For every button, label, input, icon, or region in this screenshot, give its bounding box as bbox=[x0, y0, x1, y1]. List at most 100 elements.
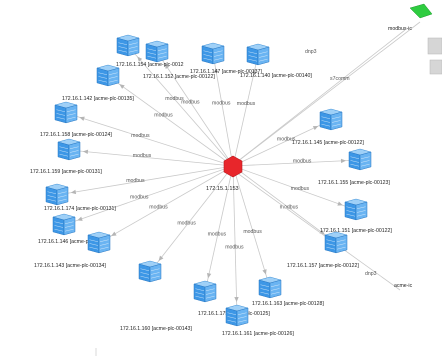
edge-arrow-n4 bbox=[251, 68, 256, 75]
node-label: 172.16.1.159 [acme-plc-00131] bbox=[30, 169, 102, 175]
edge-n1 bbox=[127, 45, 234, 167]
hub-icon[interactable] bbox=[223, 155, 243, 178]
server-cube-icon bbox=[96, 64, 120, 87]
node-label: 172.16.1.155 [acme-plc-00123] bbox=[318, 180, 390, 186]
edge-n16 bbox=[149, 165, 234, 273]
device-node-n11[interactable]: 172.16.1.146 [acme-plc-00139] bbox=[38, 213, 110, 245]
device-node-n1[interactable]: 172.16.1.154 [acme-plc-0012 bbox=[116, 34, 184, 68]
device-node-n12[interactable]: 172.16.1.151 [acme-plc-00122] bbox=[320, 198, 392, 234]
server-cube-icon bbox=[225, 304, 249, 327]
server-cube-icon bbox=[145, 40, 169, 63]
server-cube-icon bbox=[87, 231, 111, 254]
server-cube-icon bbox=[116, 34, 140, 57]
device-node-n3[interactable]: 172.16.1.147 [acme-plc-00137] bbox=[190, 42, 262, 75]
edge-arrow-n8 bbox=[79, 116, 85, 121]
server-cube-icon bbox=[54, 101, 78, 124]
device-node-n7[interactable]: 172.16.1.142 [acme-plc-00135] bbox=[62, 64, 134, 102]
node-label: 172.16.1.157 [acme-plc-00122] bbox=[287, 263, 359, 269]
node-label: 172.16.1.174 [acme-plc-00131] bbox=[44, 206, 116, 212]
device-node-n9[interactable]: 172.16.1.159 [acme-plc-00131] bbox=[30, 138, 102, 175]
node-label: 172.16.1.158 [acme-plc-00124] bbox=[40, 132, 112, 138]
edge-arrow-n16 bbox=[158, 255, 164, 261]
device-node-n17[interactable]: 172.16.1.143 [acme-plc-00134] bbox=[34, 231, 111, 269]
server-cube-icon bbox=[52, 213, 76, 236]
edge-label-n10: modbus bbox=[126, 178, 145, 184]
server-cube-icon bbox=[344, 198, 368, 221]
device-node-n5[interactable]: 172.16.1.145 [acme-plc-00122] bbox=[292, 108, 364, 146]
edge-arrow-n6 bbox=[340, 158, 347, 164]
server-cube-icon bbox=[57, 138, 81, 161]
edge-arrow-n9 bbox=[82, 149, 89, 155]
server-cube-icon bbox=[246, 43, 270, 66]
server-cube-icon bbox=[319, 108, 343, 131]
edge-label-n2: modbus bbox=[181, 99, 200, 105]
edge-arrow-n11 bbox=[77, 216, 83, 221]
edge-n14 bbox=[232, 165, 271, 289]
edge-n15 bbox=[204, 165, 234, 293]
external-edge-3 bbox=[232, 169, 401, 291]
node-label: 172.16.1.152 [acme-plc-00122] bbox=[143, 74, 215, 80]
edge-label-n15: modbus bbox=[208, 231, 227, 237]
nodes-layer: 172.16.1.154 [acme-plc-0012 172.16.1.152 … bbox=[30, 34, 392, 337]
edge-label-n3: modbus bbox=[212, 100, 231, 106]
server-cube-icon bbox=[45, 183, 69, 206]
edge-n12 bbox=[232, 165, 357, 211]
edge-label-n16: modbus bbox=[177, 220, 196, 226]
external-connections: dnp3 s7comm dnp3 modbus-ic acme-ic bbox=[232, 3, 442, 291]
device-node-n6[interactable]: 172.16.1.155 [acme-plc-00123] bbox=[318, 148, 390, 186]
external-edge-label-2: s7comm bbox=[330, 76, 350, 82]
server-cube-icon bbox=[258, 276, 282, 299]
edge-n11 bbox=[63, 165, 234, 226]
node-label: 172.16.1.147 [acme-plc-00137] bbox=[190, 69, 262, 75]
edge-arrow-n12 bbox=[337, 201, 343, 206]
external-edge-label-1: dnp3 bbox=[305, 49, 317, 55]
edge-label-n17: modbus bbox=[149, 204, 168, 210]
node-label: 172.16.1.163 [acme-plc-00128] bbox=[252, 301, 324, 307]
external-edge-1 bbox=[232, 21, 421, 166]
device-node-n10[interactable]: 172.16.1.174 [acme-plc-00131] bbox=[44, 183, 116, 212]
hub-label: 172.15.1.153 bbox=[206, 186, 239, 192]
device-node-n16[interactable]: 172.16.1.160 [acme-plc-00143] bbox=[120, 260, 192, 332]
edge-n6 bbox=[232, 159, 361, 167]
edge-arrow-n10 bbox=[70, 189, 77, 195]
edge-n2 bbox=[156, 51, 234, 167]
server-cube-icon bbox=[348, 148, 372, 171]
external-side-label: acme-ic bbox=[394, 283, 413, 289]
device-node-n13[interactable]: 172.16.1.157 [acme-plc-00122] bbox=[287, 231, 359, 269]
edge-arrow-n18 bbox=[234, 296, 239, 303]
node-label: 172.16.1.146 [acme-plc-00139] bbox=[38, 239, 110, 245]
device-node-n4[interactable]: 172.16.1.140 [acme-plc-00140] bbox=[240, 43, 312, 79]
edge-label-n18: modbus bbox=[225, 245, 244, 251]
edge-label-n5: modbus bbox=[277, 137, 296, 143]
node-label: 172.16.1.161 [acme-plc-00126] bbox=[222, 331, 294, 337]
edge-n7 bbox=[107, 75, 234, 167]
edge-label-n4: modbus bbox=[237, 101, 256, 107]
device-node-n8[interactable]: 172.16.1.158 [acme-plc-00124] bbox=[40, 101, 112, 138]
device-node-n14[interactable]: 172.16.1.163 [acme-plc-00128] bbox=[252, 276, 324, 307]
edge-arrow-n17 bbox=[111, 231, 117, 237]
external-grey-node-2-icon[interactable] bbox=[429, 59, 442, 75]
edge-label-n7: modbus bbox=[154, 113, 173, 119]
device-node-n18[interactable]: 172.16.1.161 [acme-plc-00126] bbox=[222, 304, 294, 337]
device-node-n2[interactable]: 172.16.1.152 [acme-plc-00122] bbox=[143, 40, 215, 80]
edge-label-n1: modbus bbox=[165, 96, 184, 102]
external-edge-2 bbox=[232, 29, 406, 166]
node-label: 172.16.1.151 [acme-plc-00122] bbox=[320, 228, 392, 234]
edge-label-n13: modbus bbox=[280, 204, 299, 210]
edge-arrow-n3 bbox=[214, 67, 219, 74]
server-cube-icon bbox=[138, 260, 162, 283]
external-green-node-icon[interactable] bbox=[409, 3, 433, 19]
edge-arrow-n14 bbox=[262, 269, 267, 275]
node-label: 172.16.1.140 [acme-plc-00140] bbox=[240, 73, 312, 79]
external-top-label: modbus-ic bbox=[388, 26, 412, 32]
edge-label-n9: modbus bbox=[133, 153, 152, 159]
node-label: 172.16.1.143 [acme-plc-00134] bbox=[34, 263, 106, 269]
edge-arrow-n1 bbox=[137, 56, 143, 62]
edge-n13 bbox=[232, 165, 337, 244]
server-cube-icon bbox=[193, 280, 217, 303]
external-grey-node-1-icon[interactable] bbox=[427, 37, 442, 55]
edge-n10 bbox=[56, 165, 234, 196]
hub-node[interactable]: 172.15.1.153 bbox=[206, 155, 243, 192]
